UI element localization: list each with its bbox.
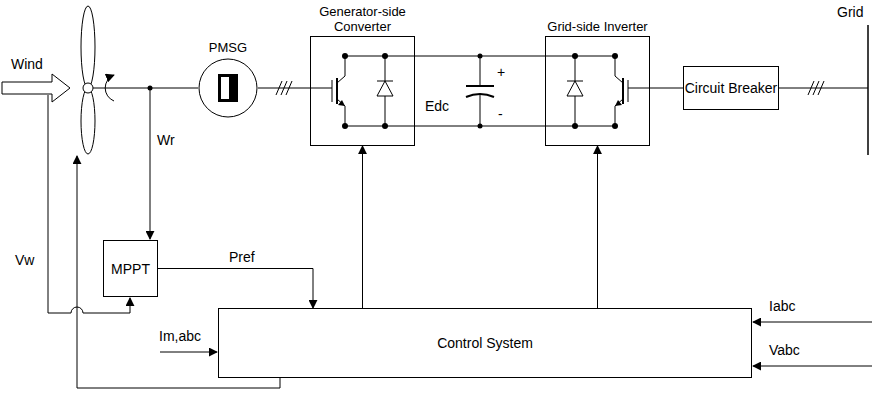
signal-label: Edc	[424, 98, 450, 114]
converter-box: Generator-side Converter	[310, 36, 415, 146]
node-label: MPPT	[111, 261, 150, 277]
rotor-symbol	[218, 74, 238, 102]
process-box: Control System	[218, 308, 752, 378]
breaker-box: Circuit Breaker	[683, 66, 779, 110]
edge-label: Pref	[228, 249, 256, 265]
node-label: Control System	[437, 335, 533, 351]
signal-label: Vabc	[768, 342, 801, 358]
wire	[415, 56, 545, 57]
signal-label: Im,abc	[158, 328, 202, 344]
grid-wire	[779, 88, 868, 89]
inverter-box: Grid-side Inverter	[545, 36, 650, 146]
generator-circle	[199, 59, 257, 117]
node-heading: Grid-side Inverter	[546, 19, 650, 34]
node-heading: PMSG	[176, 40, 280, 55]
signal-label: Iabc	[768, 298, 796, 314]
rotor-symbol	[221, 77, 229, 99]
wire	[258, 88, 310, 89]
speed-signal	[150, 88, 151, 239]
signal-arrow	[160, 352, 217, 353]
signal-label: Wind	[10, 56, 44, 72]
signal-label: Vw	[14, 252, 35, 268]
rotation-arrow	[105, 75, 114, 101]
grid-bus	[867, 25, 869, 155]
turbine-hub	[83, 83, 93, 93]
capacitor-symbol	[466, 56, 494, 126]
turbine-blade	[81, 88, 95, 154]
wind-arrow	[2, 74, 70, 102]
signal-label: +	[496, 64, 506, 80]
signal-arrow	[597, 146, 598, 308]
signal-arrow	[753, 322, 872, 323]
generator-outline	[198, 58, 258, 118]
turbine-blade	[81, 6, 95, 88]
generator-circle: PMSG	[198, 58, 258, 118]
node-heading: Generator-side Converter	[311, 4, 415, 34]
signal-arrow	[362, 146, 363, 308]
signal-label: -	[497, 106, 504, 122]
shaft	[93, 88, 198, 89]
signal-arrow	[158, 269, 313, 309]
wire	[650, 88, 683, 89]
signal-label: Wr	[156, 132, 176, 148]
signal-arrow	[753, 366, 872, 367]
process-box: MPPT	[103, 240, 158, 297]
signal-label: Grid	[836, 4, 864, 20]
node-label: Circuit Breaker	[685, 80, 778, 96]
wire	[415, 126, 545, 127]
